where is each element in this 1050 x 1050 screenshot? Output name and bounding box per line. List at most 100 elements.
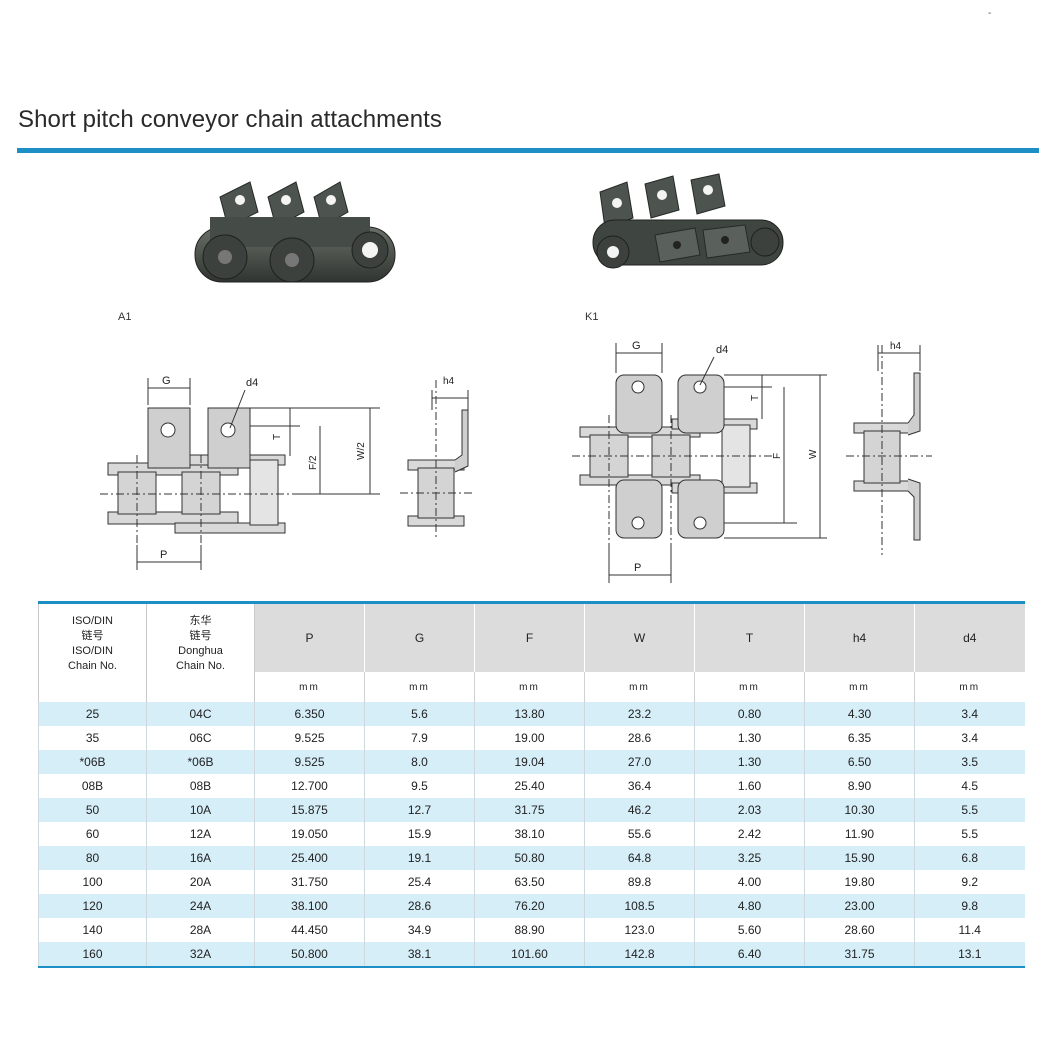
cell-f: 76.20: [474, 894, 585, 918]
cell-t: 4.80: [694, 894, 805, 918]
cell-w: 27.0: [584, 750, 695, 774]
cell-t: 2.03: [694, 798, 805, 822]
cell-donghua: 10A: [146, 798, 255, 822]
cell-w: 108.5: [584, 894, 695, 918]
cell-donghua: 32A: [146, 942, 255, 968]
cell-d4: 5.5: [914, 798, 1025, 822]
iso-din-header: ISO/DIN 链号 ISO/DIN Chain No.: [38, 601, 147, 702]
cell-iso-din: 60: [38, 822, 147, 846]
cell-g: 25.4: [364, 870, 475, 894]
cell-donghua: 08B: [146, 774, 255, 798]
k1-dim-f-label: F: [772, 453, 783, 459]
cell-f: 25.40: [474, 774, 585, 798]
cell-donghua: 16A: [146, 846, 255, 870]
cell-t: 1.30: [694, 726, 805, 750]
cell-g: 38.1: [364, 942, 475, 968]
cell-donghua: 06C: [146, 726, 255, 750]
k1-dim-g-label: G: [632, 340, 641, 352]
cell-p: 38.100: [254, 894, 365, 918]
cell-d4: 4.5: [914, 774, 1025, 798]
cell-iso-din: 160: [38, 942, 147, 968]
cell-d4: 3.4: [914, 702, 1025, 726]
cell-g: 28.6: [364, 894, 475, 918]
col-header-w: W: [584, 601, 695, 672]
unit-cell: mm: [804, 672, 915, 702]
cell-f: 88.90: [474, 918, 585, 942]
a1-dim-w2-label: W/2: [356, 442, 367, 460]
k1-dim-t-label: T: [750, 395, 761, 401]
cell-h4: 31.75: [804, 942, 915, 968]
k1-dimension-drawing: G d4 T F W P h4: [572, 335, 952, 595]
k1-chain-photo: [585, 170, 795, 285]
cell-t: 1.30: [694, 750, 805, 774]
cell-w: 46.2: [584, 798, 695, 822]
cell-f: 101.60: [474, 942, 585, 968]
cell-h4: 6.50: [804, 750, 915, 774]
cell-t: 1.60: [694, 774, 805, 798]
title-divider: [17, 148, 1039, 153]
cell-d4: 9.2: [914, 870, 1025, 894]
k1-dim-d4-label: d4: [716, 344, 728, 356]
cell-iso-din: 140: [38, 918, 147, 942]
cell-f: 63.50: [474, 870, 585, 894]
cell-d4: 5.5: [914, 822, 1025, 846]
cell-iso-din: 08B: [38, 774, 147, 798]
a1-dim-f2-label: F/2: [308, 455, 319, 470]
col-header-d4: d4: [914, 601, 1025, 672]
cell-t: 0.80: [694, 702, 805, 726]
cell-h4: 28.60: [804, 918, 915, 942]
cell-w: 64.8: [584, 846, 695, 870]
cell-donghua: 12A: [146, 822, 255, 846]
cell-h4: 8.90: [804, 774, 915, 798]
cell-donghua: 20A: [146, 870, 255, 894]
cell-w: 23.2: [584, 702, 695, 726]
a1-dim-p-label: P: [160, 549, 167, 561]
k1-dim-h4-label: h4: [890, 341, 902, 352]
cell-iso-din: 100: [38, 870, 147, 894]
cell-p: 19.050: [254, 822, 365, 846]
cell-h4: 19.80: [804, 870, 915, 894]
a1-dim-h4-label: h4: [443, 376, 455, 387]
cell-g: 9.5: [364, 774, 475, 798]
unit-cell: mm: [254, 672, 365, 702]
cell-p: 15.875: [254, 798, 365, 822]
donghua-header: 东华 链号 Donghua Chain No.: [146, 601, 255, 702]
cell-h4: 23.00: [804, 894, 915, 918]
cell-p: 44.450: [254, 918, 365, 942]
cell-t: 2.42: [694, 822, 805, 846]
cell-w: 36.4: [584, 774, 695, 798]
cell-iso-din: *06B: [38, 750, 147, 774]
cell-w: 123.0: [584, 918, 695, 942]
cell-p: 9.525: [254, 750, 365, 774]
cell-p: 25.400: [254, 846, 365, 870]
cell-donghua: 28A: [146, 918, 255, 942]
unit-cell: mm: [364, 672, 475, 702]
table-header-row: ISO/DIN 链号 ISO/DIN Chain No. 东华 链号 Dongh…: [38, 601, 1025, 702]
cell-p: 50.800: [254, 942, 365, 968]
cell-d4: 3.4: [914, 726, 1025, 750]
cell-p: 9.525: [254, 726, 365, 750]
k1-dim-w-label: W: [808, 449, 819, 459]
cell-iso-din: 120: [38, 894, 147, 918]
cell-t: 5.60: [694, 918, 805, 942]
cell-iso-din: 50: [38, 798, 147, 822]
col-header-t: T: [694, 601, 805, 672]
cell-h4: 11.90: [804, 822, 915, 846]
a1-dim-d4-label: d4: [246, 377, 258, 389]
cell-d4: 3.5: [914, 750, 1025, 774]
cell-h4: 15.90: [804, 846, 915, 870]
cell-f: 19.04: [474, 750, 585, 774]
col-header-f: F: [474, 601, 585, 672]
unit-cell: mm: [914, 672, 1025, 702]
a1-dimension-drawing: G d4 T F/2 W/2 P h4: [100, 360, 490, 580]
cell-g: 12.7: [364, 798, 475, 822]
cell-p: 6.350: [254, 702, 365, 726]
cell-w: 89.8: [584, 870, 695, 894]
